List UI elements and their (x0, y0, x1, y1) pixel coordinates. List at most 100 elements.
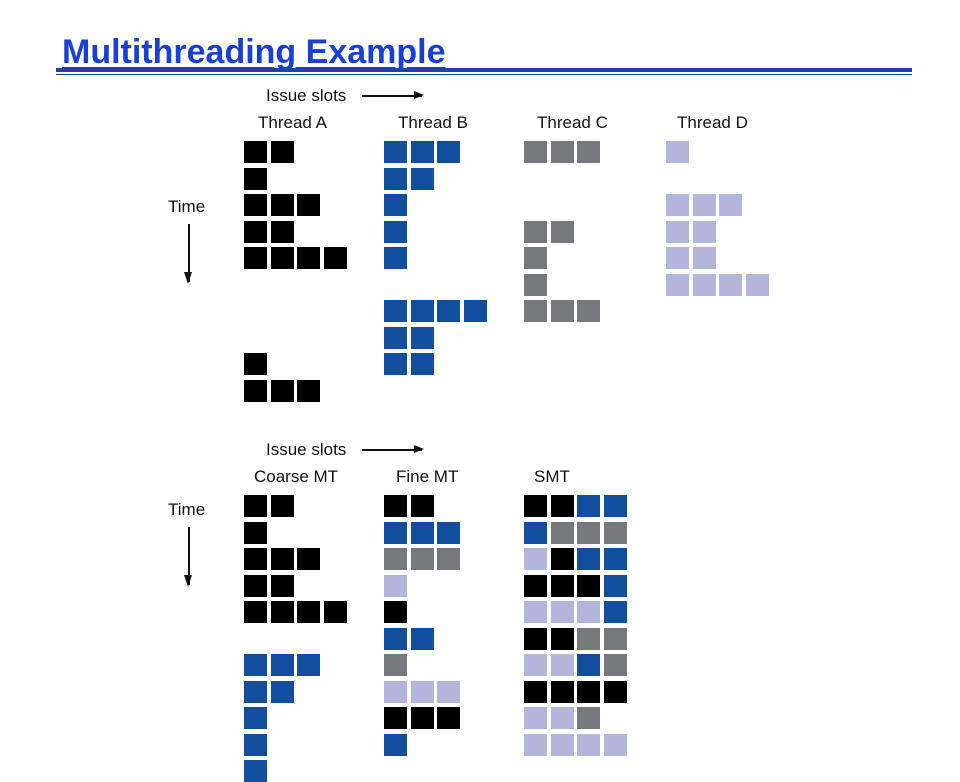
issue-slot (550, 220, 574, 243)
issue-slot (550, 548, 574, 570)
issue-slot (603, 574, 627, 597)
issue-slot (244, 353, 267, 375)
issue-slot (437, 548, 460, 570)
issue-slot (524, 548, 547, 570)
issue-slot (550, 495, 574, 517)
issue-slot (719, 273, 742, 296)
issue-slot (384, 548, 407, 570)
issue-slot (384, 220, 407, 243)
issue-slot (577, 707, 600, 729)
issue-slot (577, 300, 600, 322)
page-title: Multithreading Example (62, 33, 446, 71)
issue-slot (410, 521, 434, 544)
issue-slot (666, 220, 689, 243)
issue-slot (577, 495, 600, 517)
time-label-bottom: Time (168, 500, 206, 519)
issue-slot (603, 680, 627, 703)
issue-slot (244, 733, 267, 756)
issue-slot (550, 707, 574, 729)
title-rule (56, 68, 912, 72)
issue-slot (550, 601, 574, 623)
issue-slot (692, 220, 716, 243)
issue-slot (666, 273, 689, 296)
issue-slot (410, 680, 434, 703)
issue-slot (270, 574, 294, 597)
issue-slot (244, 495, 267, 517)
issue-slot (524, 521, 547, 544)
issue-slot (244, 548, 267, 570)
issue-slot (384, 353, 407, 375)
issue-slot (323, 247, 347, 269)
time-arrow-top (185, 224, 191, 284)
time-arrow-bottom (185, 527, 191, 587)
issue-slot (384, 194, 407, 216)
issue-slot (244, 194, 267, 216)
issue-slot (524, 627, 547, 650)
issue-slot (603, 654, 627, 676)
issue-slot (270, 495, 294, 517)
issue-slot (524, 495, 547, 517)
issue-slot (437, 680, 460, 703)
issue-slot (603, 521, 627, 544)
issue-slot (550, 627, 574, 650)
issue-slot (524, 141, 547, 163)
issue-slot (577, 627, 600, 650)
thread-b-label: Thread B (398, 113, 468, 132)
issue-slot (524, 300, 547, 322)
smt-label: SMT (534, 467, 570, 486)
issue-slot (270, 194, 294, 216)
issue-slot (577, 548, 600, 570)
issue-slot (244, 167, 267, 190)
issue-slot (550, 300, 574, 322)
issue-slot (524, 601, 547, 623)
issue-slot (550, 521, 574, 544)
issue-slot (550, 733, 574, 756)
issue-slot (577, 601, 600, 623)
issue-slot (297, 247, 320, 269)
thread-a-label: Thread A (258, 113, 327, 132)
issue-slot (270, 220, 294, 243)
fine-mt-label: Fine MT (396, 467, 459, 486)
issue-slot (270, 379, 294, 402)
issue-slot (577, 521, 600, 544)
issue-slot (297, 194, 320, 216)
issue-slot (244, 141, 267, 163)
issue-slot (384, 574, 407, 597)
thread-d-label: Thread D (677, 113, 748, 132)
issue-slot (410, 707, 434, 729)
issue-slot (524, 654, 547, 676)
issue-slot (244, 521, 267, 544)
issue-slot (577, 574, 600, 597)
issue-slot (244, 680, 267, 703)
issue-slot (244, 379, 267, 402)
issue-slot (410, 495, 434, 517)
coarse-mt-label: Coarse MT (254, 467, 339, 486)
issue-slot (270, 654, 294, 676)
issue-slot (666, 247, 689, 269)
issue-slot (410, 300, 434, 322)
issue-slots-arrow-top (362, 92, 424, 98)
issue-slot (384, 300, 407, 322)
issue-slot (297, 654, 320, 676)
issue-slot (384, 654, 407, 676)
issue-slot (384, 627, 407, 650)
issue-slot (603, 495, 627, 517)
issue-slot (244, 760, 267, 782)
issue-slots-arrow-bottom (362, 446, 424, 452)
issue-slot (550, 574, 574, 597)
issue-slot (524, 733, 547, 756)
issue-slot (270, 247, 294, 269)
issue-slot (410, 548, 434, 570)
issue-slot (603, 627, 627, 650)
issue-slot (524, 707, 547, 729)
issue-slot (577, 141, 600, 163)
title-rule-thin (56, 74, 912, 75)
issue-slot (437, 141, 460, 163)
issue-slot (666, 194, 689, 216)
issue-slot (384, 680, 407, 703)
issue-slot (244, 220, 267, 243)
issue-slot (692, 273, 716, 296)
issue-slot (384, 326, 407, 349)
issue-slot (524, 247, 547, 269)
issue-slot (550, 141, 574, 163)
